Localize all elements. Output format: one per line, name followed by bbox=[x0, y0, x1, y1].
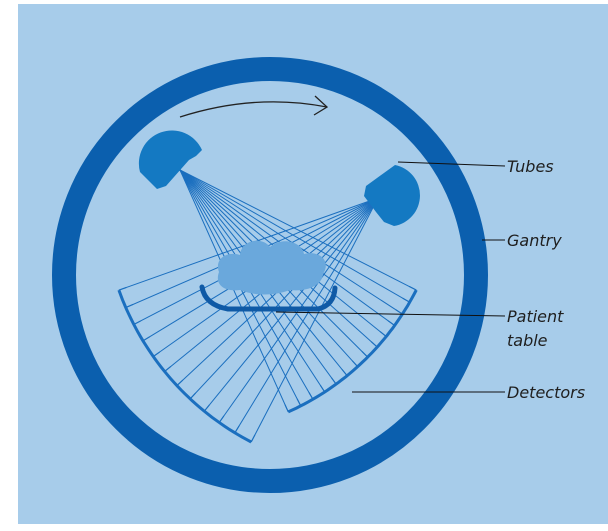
tubes-leader-line bbox=[397, 161, 506, 167]
detector-cell bbox=[402, 297, 410, 303]
detector-array-right bbox=[117, 286, 256, 444]
detector-cell bbox=[379, 331, 387, 337]
detector-cell bbox=[176, 379, 184, 386]
label-patient-table-line2: table bbox=[507, 331, 548, 350]
detector-cell bbox=[330, 377, 337, 385]
gantry-ring bbox=[52, 57, 488, 493]
label-tubes: Tubes bbox=[507, 157, 554, 176]
detector-cell bbox=[387, 320, 395, 326]
detector-cell bbox=[125, 303, 134, 309]
xray-beam bbox=[179, 169, 410, 303]
detector-cell bbox=[308, 392, 314, 400]
patient-table-leader-line bbox=[275, 311, 506, 317]
xray-beam bbox=[234, 197, 379, 434]
patient-table bbox=[199, 284, 338, 312]
detector-cell bbox=[133, 320, 142, 325]
xray-tube-right bbox=[364, 165, 420, 226]
tube-right-beams bbox=[118, 197, 379, 443]
xray-beam bbox=[189, 197, 379, 400]
detector-cell bbox=[408, 285, 417, 291]
xray-beam bbox=[203, 197, 379, 412]
detector-cell bbox=[218, 415, 225, 423]
label-patient-table-line1: Patient bbox=[507, 307, 564, 326]
detector-cell bbox=[118, 286, 127, 291]
detector-cell bbox=[142, 336, 151, 342]
patient-silhouette bbox=[217, 240, 326, 295]
detector-cell bbox=[296, 398, 302, 407]
xray-beam bbox=[179, 169, 289, 413]
xray-beam bbox=[250, 197, 379, 443]
detector-cell bbox=[351, 360, 359, 368]
detector-cell bbox=[319, 384, 326, 393]
label-gantry: Gantry bbox=[507, 231, 562, 250]
detector-cell bbox=[164, 365, 172, 372]
detector-arc bbox=[287, 289, 418, 414]
detector-cell bbox=[341, 369, 348, 377]
detector-cell bbox=[284, 404, 289, 413]
rotation-arrow-icon bbox=[179, 95, 329, 118]
detector-cell bbox=[395, 309, 403, 315]
label-detectors: Detectors bbox=[507, 383, 585, 402]
detector-cell bbox=[189, 392, 197, 400]
xray-beam bbox=[179, 169, 417, 291]
xray-tube-left bbox=[138, 130, 202, 189]
detector-cell bbox=[152, 351, 161, 357]
detector-cell bbox=[203, 404, 210, 412]
detector-cell bbox=[250, 434, 256, 443]
detector-cell bbox=[361, 351, 369, 358]
detector-cell bbox=[370, 341, 378, 348]
detector-cell bbox=[234, 425, 240, 434]
detector-array-left bbox=[284, 285, 418, 414]
detector-arc bbox=[117, 289, 252, 444]
